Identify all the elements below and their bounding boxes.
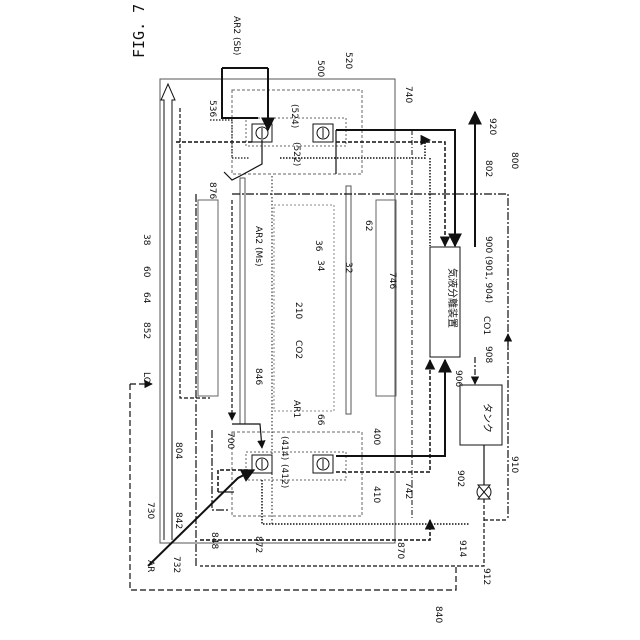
label-ar: AR <box>145 560 155 572</box>
label-852: 852 <box>141 322 151 339</box>
label-ar2sb: AR2 (Sb) <box>231 16 241 55</box>
label-522: (522) <box>291 142 301 166</box>
module-400-box <box>232 432 362 516</box>
label-520: 520 <box>343 52 353 69</box>
label-908: 908 <box>483 346 493 363</box>
label-700: 700 <box>225 432 235 449</box>
label-902: 902 <box>455 470 465 487</box>
label-914: 914 <box>457 540 467 557</box>
tank <box>460 385 502 445</box>
label-742: 742 <box>403 482 413 499</box>
label-870: 870 <box>395 542 405 559</box>
label-876: 876 <box>207 182 217 199</box>
membrane-32 <box>346 186 351 414</box>
label-co2: CO2 <box>293 340 303 359</box>
label-64: 64 <box>141 292 151 304</box>
figure-title: FIG. 7 <box>130 4 148 58</box>
label-36: 36 <box>313 240 323 252</box>
label-62: 62 <box>363 220 373 231</box>
label-38: 38 <box>141 234 151 246</box>
pump-412-414 <box>252 455 333 473</box>
label-746: 746 <box>387 272 397 289</box>
label-524: (524) <box>289 104 299 128</box>
label-732: 732 <box>171 556 181 573</box>
label-412: (412) <box>279 464 289 488</box>
label-846: 846 <box>253 368 263 385</box>
label-842: 842 <box>173 512 183 529</box>
label-lo: LO <box>141 372 151 384</box>
label-900: 900 (901, 904) <box>483 236 493 303</box>
plate-60 <box>198 200 218 396</box>
label-60: 60 <box>141 266 151 278</box>
label-872: 872 <box>253 536 263 553</box>
label-848: 848 <box>209 532 219 549</box>
label-34: 34 <box>315 260 325 272</box>
label-740: 740 <box>403 86 413 103</box>
label-500: 500 <box>315 60 325 77</box>
separator-label: 気液分離装置 <box>446 268 459 328</box>
pump-902 <box>477 485 491 499</box>
label-906: 906 <box>453 370 463 387</box>
label-66: 66 <box>315 414 325 426</box>
label-400: 400 <box>371 428 381 445</box>
label-410: 410 <box>371 486 381 503</box>
label-536: 536 <box>207 100 217 117</box>
label-840: 840 <box>433 606 443 623</box>
label-920: 920 <box>487 118 497 135</box>
label-730: 730 <box>145 502 155 519</box>
label-912: 912 <box>481 568 491 585</box>
label-co1: CO1 <box>481 316 491 335</box>
label-ar1: AR1 <box>291 400 301 418</box>
label-210: 210 <box>293 302 303 319</box>
pipe-846 <box>240 178 245 424</box>
label-32: 32 <box>343 262 353 273</box>
label-802: 802 <box>483 160 493 177</box>
label-ar2ms: AR2 (Ms) <box>253 226 263 266</box>
label-800: 800 <box>509 152 519 169</box>
label-804: 804 <box>173 442 183 459</box>
chamber-36 <box>274 205 334 411</box>
plate-746 <box>376 200 396 396</box>
label-910: 910 <box>509 456 519 473</box>
label-414: (414) <box>279 436 289 460</box>
outer-frame <box>160 79 395 543</box>
tank-label: タンク <box>481 403 493 433</box>
